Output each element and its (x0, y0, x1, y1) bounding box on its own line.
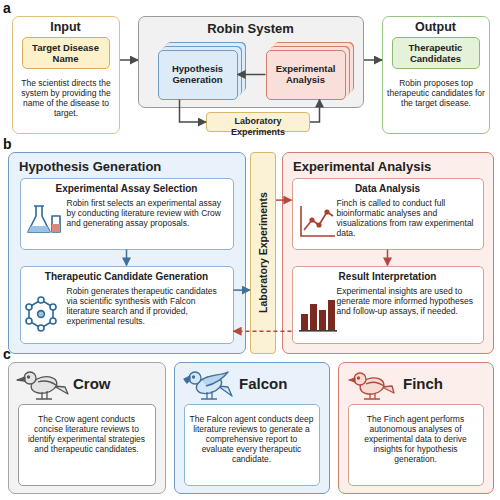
node-heading: Therapeutic Candidates (395, 42, 477, 64)
connector-arrow (234, 289, 251, 291)
connector-arrow (238, 74, 266, 76)
stage-panel: Hypothesis GenerationExperimental Assay … (8, 152, 246, 354)
line-chart-icon (301, 206, 335, 236)
node-heading: Data Analysis (293, 183, 483, 195)
connector-arrow (126, 250, 128, 266)
agent-desc-box: The Falcon agent conducts deep literatur… (184, 404, 320, 486)
node-text: Finch is called to conduct full bioinfor… (337, 198, 477, 238)
node-heading: Experimental Analysis (269, 63, 343, 85)
agent-desc-box: The Finch agent performs autonomous anal… (348, 404, 484, 486)
agent-panel: FalconThe Falcon agent conducts deep lit… (174, 362, 330, 494)
connector-arrow (120, 59, 138, 61)
agent-desc-box: The Crow agent conducts concise literatu… (18, 404, 156, 486)
panel-letter: b (3, 136, 12, 152)
bar-chart-icon (299, 300, 337, 332)
connector-arrow (310, 100, 320, 123)
step-box: Data AnalysisFinch is called to conduct … (292, 178, 484, 250)
flask-icon (28, 206, 60, 232)
node-text: Robin first selects an experimental assa… (67, 198, 227, 228)
input-box: Target Disease Name (22, 37, 110, 69)
node-text: The scientist directs the system by prov… (17, 78, 115, 118)
lab-band: Laboratory Experiments (250, 152, 276, 354)
stage-panel: Experimental AnalysisData AnalysisFinch … (282, 152, 494, 354)
output-panel: OutputRobin proposes top therapeutic can… (382, 16, 490, 134)
step-box: Experimental Assay SelectionRobin first … (20, 178, 234, 250)
node-text: Experimental insights are used to genera… (337, 286, 477, 316)
node-heading: Experimental Analysis (293, 159, 488, 174)
module-card: Hypothesis Generation (158, 50, 238, 100)
connector-arrow (276, 199, 292, 201)
panel-letter: c (3, 346, 11, 362)
falcon-bird (184, 372, 232, 399)
node-text: Robin generates therapeutic candidates v… (67, 286, 227, 326)
node-text: The Crow agent conducts concise literatu… (24, 414, 150, 454)
node-heading: Therapeutic Candidate Generation (21, 271, 233, 283)
node-heading: Result Interpretation (293, 271, 483, 283)
panel-letter: a (3, 0, 11, 16)
lab-box: Laboratory Experiments (206, 112, 310, 132)
module-card: Experimental Analysis (266, 50, 346, 100)
output-box: Therapeutic Candidates (392, 37, 480, 69)
node-heading: Target Disease Name (25, 42, 107, 64)
input-panel: InputThe scientist directs the system by… (12, 16, 120, 134)
node-heading: Crow (73, 375, 161, 393)
node-heading: Hypothesis Generation (19, 159, 239, 174)
node-heading: Falcon (239, 375, 325, 393)
finch-bird (349, 373, 394, 399)
crow-bird (17, 372, 68, 399)
agent-panel: CrowThe Crow agent conducts concise lite… (8, 362, 166, 494)
molecule-icon (26, 297, 56, 331)
step-box: Result InterpretationExperimental insigh… (292, 266, 484, 344)
agent-panel: FinchThe Finch agent performs autonomous… (338, 362, 494, 494)
node-heading: Experimental Assay Selection (21, 183, 233, 195)
node-heading: Output (383, 20, 488, 35)
system-panel: Robin SystemHypothesis Generation Experim… (138, 16, 364, 108)
step-box: Therapeutic Candidate GenerationRobin ge… (20, 266, 234, 344)
node-text: The Finch agent performs autonomous anal… (354, 414, 478, 464)
node-heading: Finch (403, 375, 489, 393)
node-text: The Falcon agent conducts deep literatur… (190, 414, 314, 464)
node-heading: Robin System (139, 21, 362, 36)
connector-arrow (364, 59, 382, 61)
node-heading: Hypothesis Generation (161, 63, 235, 85)
connector-arrow (234, 330, 292, 332)
node-heading: Laboratory Experiments (207, 116, 309, 137)
connector-arrow (180, 100, 207, 123)
connector-arrow (387, 250, 389, 266)
node-heading: Laboratory Experiments (251, 153, 275, 353)
node-text: Robin proposes top therapeutic candidate… (387, 78, 485, 108)
node-heading: Input (13, 20, 118, 35)
